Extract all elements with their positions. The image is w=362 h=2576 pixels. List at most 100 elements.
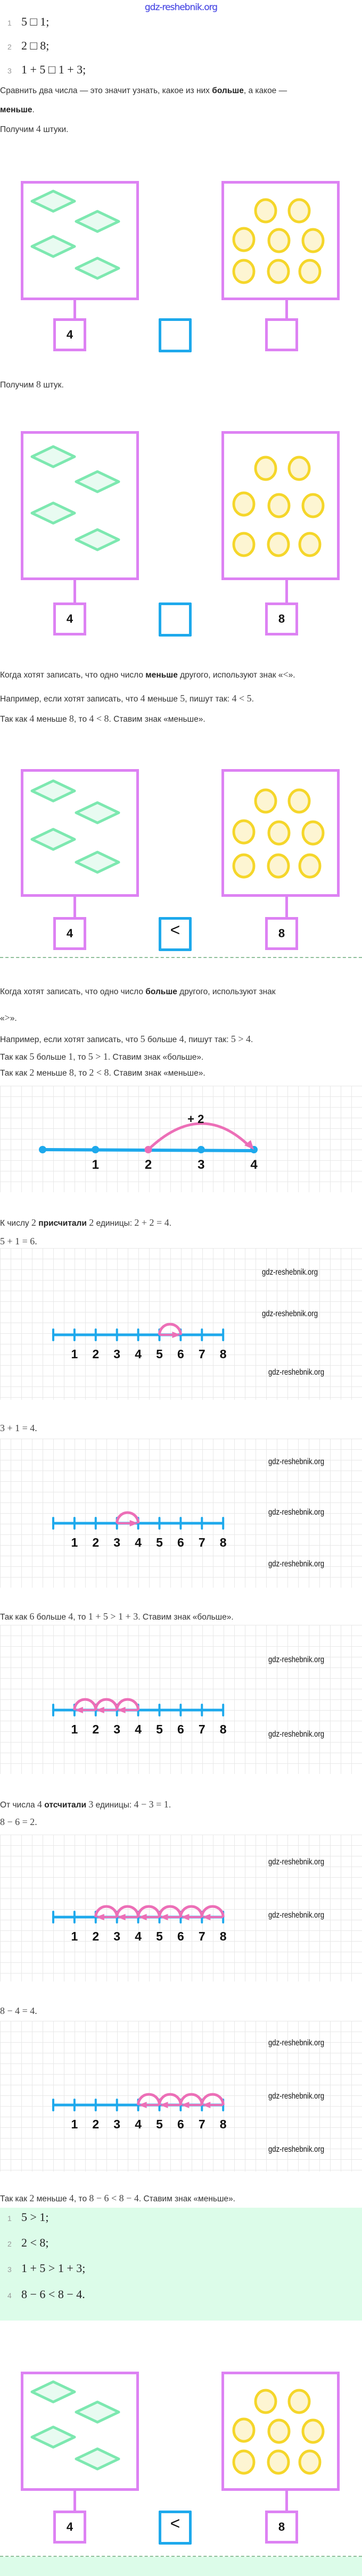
answer-number: 1: [7, 2214, 12, 2223]
tick-label: 5: [156, 1929, 163, 1943]
comparison-sign-box: [159, 602, 192, 637]
text-segment: Так как: [0, 1069, 30, 1078]
paragraph-get-8: Получим 8 штук.: [0, 379, 64, 390]
paragraph-sub-4-3: От числа 4 отсчитали 3 единицы: 4 − 3 = …: [0, 1799, 171, 1810]
math-expression: 8: [36, 379, 41, 390]
paragraph-more-example: Например, если хотят записать, что 5 бол…: [0, 1034, 253, 1045]
divider: [0, 957, 362, 958]
connector-line: [285, 2491, 288, 2511]
math-expression: 2 + 2 = 4: [134, 1217, 169, 1228]
circle-shape: [298, 853, 322, 879]
arrow-head-icon: [74, 1707, 83, 1713]
arrow-head-icon: [172, 1332, 181, 1338]
tick-label: 2: [145, 1158, 152, 1172]
tick-label: 4: [135, 1929, 142, 1943]
task-expression: 1 + 5 □ 1 + 3;: [21, 63, 86, 76]
tick-label: 5: [156, 2117, 163, 2131]
answer-expression: 8 − 6 < 8 − 4.: [21, 2288, 85, 2301]
math-expression: 4 < 8: [89, 713, 109, 724]
diamond-shape: [30, 235, 76, 258]
diamond-shape: [75, 257, 120, 280]
diamond-shape: [30, 501, 76, 525]
left-count-box: 4: [53, 318, 86, 351]
circle-shape: [267, 532, 290, 557]
tick-label: 4: [135, 2117, 142, 2131]
text-segment: Так как: [0, 2194, 30, 2203]
paragraph-eq-3-1: 3 + 1 = 4.: [0, 1423, 37, 1434]
paragraph-eq-8-6: 8 − 6 = 2.: [0, 1817, 37, 1828]
circle-shape: [232, 227, 256, 252]
text-segment: единицы:: [93, 1801, 134, 1810]
tick-label: 4: [135, 1535, 142, 1549]
jump-arc: [137, 2093, 161, 2106]
diamond-shape: [75, 210, 120, 233]
circle-shape: [298, 2449, 322, 2475]
point-dot: [39, 1146, 46, 1153]
text-segment: другого, используют знак: [177, 987, 276, 996]
tick-label: 1: [92, 1158, 99, 1172]
watermark: gdz-reshebnik.org: [268, 1655, 325, 1664]
diamond-shape: [30, 828, 76, 851]
watermark: gdz-reshebnik.org: [268, 2038, 325, 2047]
connector-line: [285, 580, 288, 602]
tick-label: 4: [135, 1722, 142, 1736]
jump-arc: [200, 2093, 225, 2106]
circle-shape: [287, 456, 311, 481]
left-count-box: 4: [53, 917, 86, 950]
text-segment: Например, если хотят записать, что: [0, 695, 141, 704]
math-expression: 4: [37, 1799, 42, 1810]
diamond-shape: [75, 528, 120, 551]
text-segment: .: [32, 105, 35, 114]
tick-label: 3: [113, 1347, 120, 1361]
jump-arc: [73, 1698, 97, 1711]
diamonds-box: [21, 431, 139, 580]
arrow-head-icon: [202, 2102, 211, 2108]
circle-shape: [267, 853, 290, 879]
right-count-box: 8: [265, 2511, 298, 2544]
arrow-head-icon: [129, 1520, 138, 1526]
circle-shape: [301, 820, 325, 846]
watermark: gdz-reshebnik.org: [268, 1457, 325, 1466]
text-segment: единицы:: [94, 1219, 135, 1228]
math-expression: 1: [68, 1051, 73, 1062]
math-expression: 6: [29, 1611, 35, 1622]
text-segment: , то: [73, 1613, 88, 1622]
tick-label: 5: [156, 1535, 163, 1549]
math-expression: >: [4, 1012, 10, 1023]
jump-arc: [158, 2093, 182, 2106]
math-expression: 4: [68, 1611, 73, 1622]
text-segment: .: [250, 1035, 253, 1044]
watermark: gdz-reshebnik.org: [268, 1730, 325, 1739]
circle-shape: [267, 259, 290, 284]
text-segment: К числу: [0, 1219, 31, 1228]
tick-label: 5: [156, 1347, 163, 1361]
circles-box: [221, 181, 340, 300]
math-expression: 5 > 4: [231, 1034, 251, 1044]
math-expression: 8: [69, 713, 74, 724]
text-segment: Получим: [0, 125, 36, 134]
site-logo[interactable]: gdz-reshebnik.org: [144, 2, 218, 13]
tick-label: 8: [220, 1347, 227, 1361]
math-expression: 4 < 5: [232, 693, 252, 704]
text-segment: больше: [34, 1053, 69, 1062]
connector-line: [73, 2491, 76, 2511]
task-number: 2: [7, 43, 12, 51]
comparison-sign-box: <: [159, 917, 192, 951]
grid-panel: [0, 1625, 362, 1774]
circle-shape: [267, 2418, 291, 2444]
circles-box: [221, 431, 340, 580]
text-segment: больше: [34, 1613, 69, 1622]
math-expression: 2: [29, 1067, 35, 1078]
paragraph-less-rule: Когда хотят записать, что одно число мен…: [0, 669, 295, 680]
task-expression: 2 □ 8;: [21, 39, 50, 52]
jump-arc: [94, 1698, 119, 1711]
task-number: 1: [7, 19, 12, 27]
paragraph-compare: Сравнить два числа — это значит узнать, …: [0, 86, 287, 96]
paragraph-more-rule: Когда хотят записать, что одно число бол…: [0, 987, 276, 997]
tick-label: 3: [113, 2117, 120, 2131]
diamond-shape: [75, 470, 120, 493]
